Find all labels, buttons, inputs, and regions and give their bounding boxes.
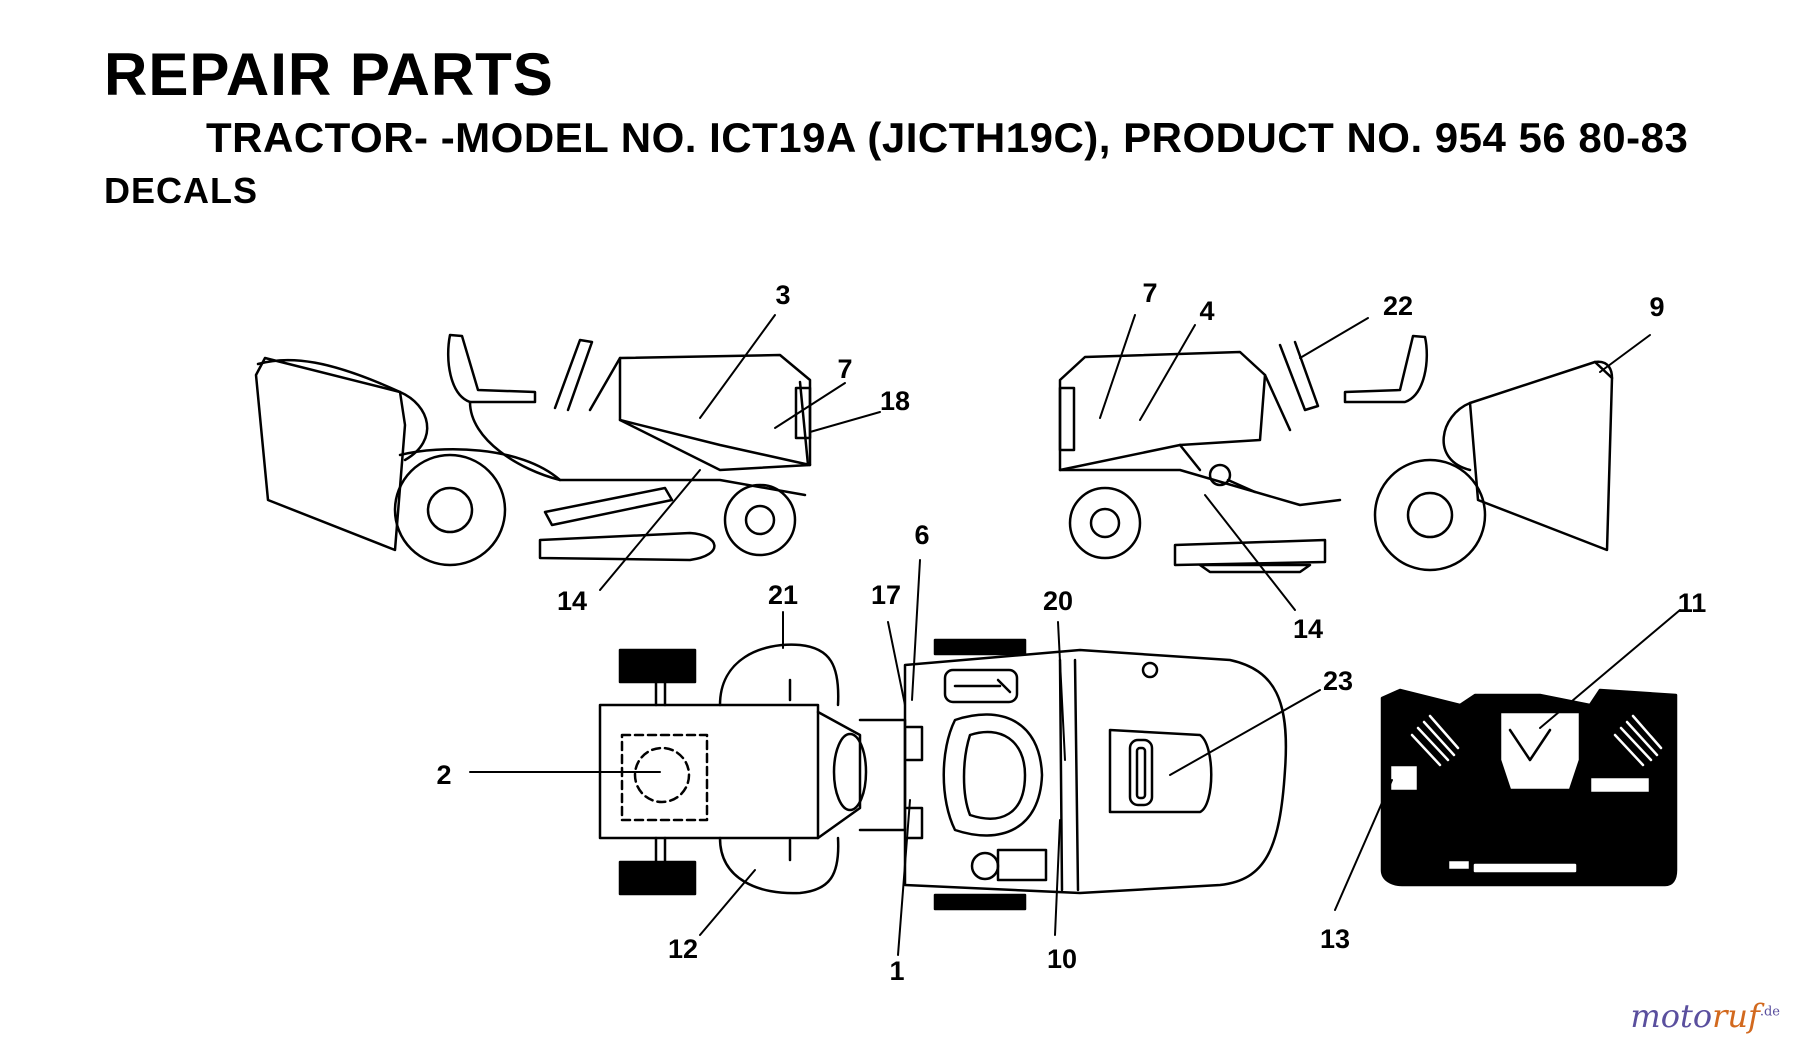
callout-2: 2 <box>436 760 451 790</box>
right-side-view-tractor <box>1058 334 1614 574</box>
callout-11: 11 <box>1678 588 1707 618</box>
watermark-part2: ruf <box>1712 997 1760 1035</box>
section-heading: DECALS <box>104 170 259 211</box>
leader-lines <box>469 314 1681 956</box>
callout-20: 20 <box>1043 586 1073 616</box>
left-side-view-tractor <box>254 333 812 567</box>
callout-14-right: 14 <box>1293 614 1323 644</box>
callout-4: 4 <box>1199 296 1214 326</box>
callout-1: 1 <box>889 956 904 986</box>
callout-22: 22 <box>1383 291 1413 321</box>
callout-12: 12 <box>668 934 698 964</box>
callout-23: 23 <box>1323 666 1353 696</box>
dashboard-panel <box>1380 688 1678 887</box>
callout-7-left: 7 <box>837 354 852 384</box>
callout-18: 18 <box>880 386 910 416</box>
callout-17: 17 <box>871 580 901 610</box>
watermark-part1: moto <box>1630 997 1713 1035</box>
top-view-tractor <box>598 638 1288 911</box>
callout-7-right: 7 <box>1142 278 1157 308</box>
callout-6: 6 <box>914 520 929 550</box>
callout-10: 10 <box>1047 944 1077 974</box>
callout-21: 21 <box>768 580 798 610</box>
page-title: REPAIR PARTS <box>104 41 554 108</box>
callout-9: 9 <box>1649 292 1664 322</box>
callout-13: 13 <box>1320 924 1350 954</box>
model-subtitle: TRACTOR- -MODEL NO. ICT19A (JICTH19C), P… <box>206 114 1689 161</box>
watermark-logo: motoruf.de <box>1630 997 1780 1035</box>
callout-14-left: 14 <box>557 586 587 616</box>
callout-labels: 3 7 18 14 7 4 22 9 14 6 21 17 20 11 23 2… <box>436 278 1706 986</box>
watermark-suffix: .de <box>1759 1004 1780 1020</box>
callout-3: 3 <box>775 280 790 310</box>
